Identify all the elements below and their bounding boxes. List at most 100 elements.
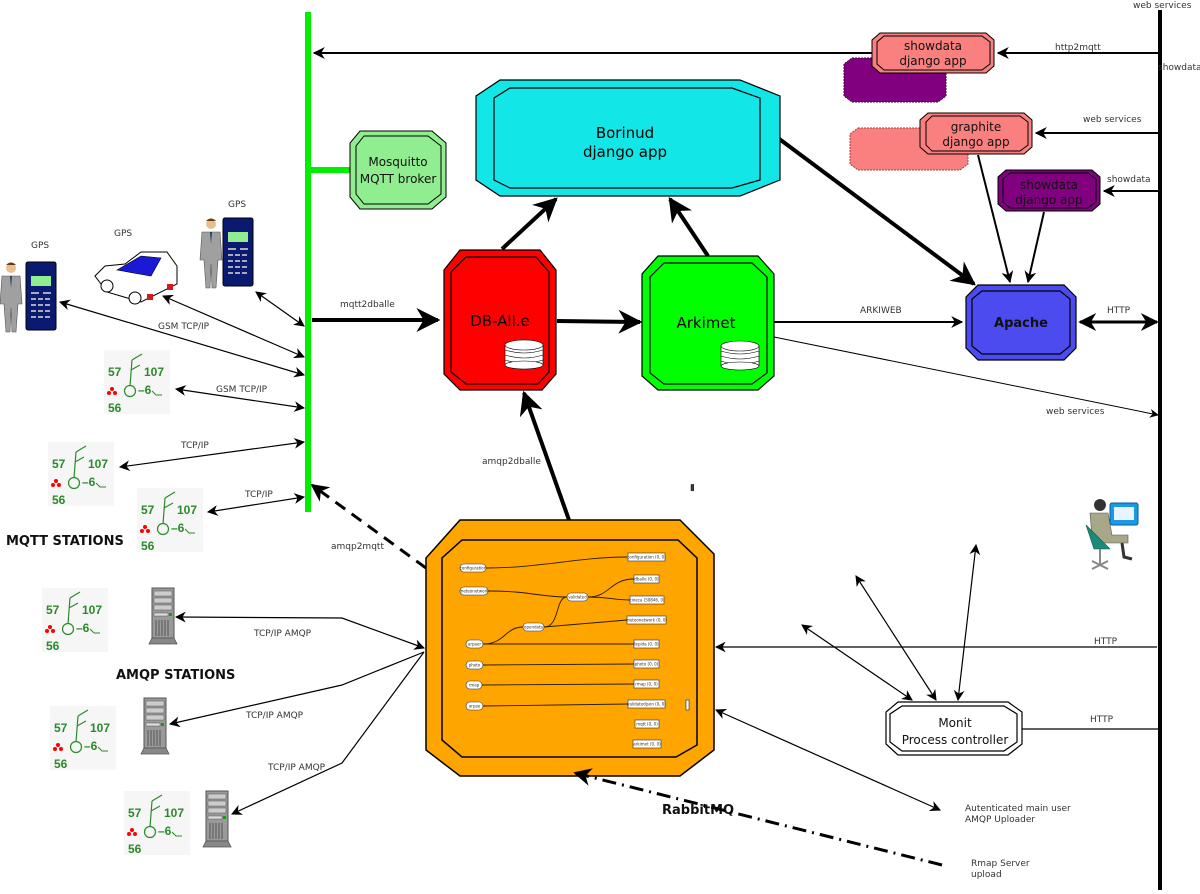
- car-gsm-edge: [162, 294, 305, 359]
- svg-text:validated: validated: [568, 595, 587, 600]
- gps-label-1: GPS: [31, 241, 49, 251]
- showdata-top-node[interactable]: showdata django app: [871, 32, 995, 74]
- rabbitmq-small-marker: ▮: [690, 483, 695, 493]
- borinud-line2: django app: [583, 143, 667, 161]
- svg-text:configuration (0, 0): configuration (0, 0): [627, 555, 666, 560]
- flow-sink: configuration (0, 0): [627, 552, 666, 562]
- svg-text:–6: –6: [84, 739, 98, 753]
- showdata-top-line2: django app: [899, 54, 966, 68]
- svg-text:meteonetwork (0, 0): meteonetwork (0, 0): [626, 618, 668, 623]
- amqp-station2-edge: [168, 651, 425, 728]
- amqp-station1-edge: [174, 611, 426, 650]
- rmap-upload-line1: Rmap Server: [971, 859, 1030, 869]
- showdata-bus-label: showdata: [1158, 63, 1200, 73]
- server-3-icon: [202, 790, 232, 848]
- mosquitto-node[interactable]: Mosquitto MQTT broker: [349, 130, 447, 210]
- gps-person-1: [0, 262, 23, 333]
- amqp-station3-edge: [231, 651, 425, 815]
- mosquitto-line2: MQTT broker: [360, 172, 437, 186]
- amqp2mqtt-label: amqp2mqtt: [331, 542, 384, 552]
- gps3-edge: [255, 291, 305, 327]
- rabbitmq-scroll-marker: [685, 699, 690, 711]
- svg-text:57: 57: [141, 503, 155, 517]
- amqp-stations-title: AMQP STATIONS: [116, 668, 235, 683]
- tcp-label-1: TCP/IP: [180, 441, 209, 451]
- flow-source: arpae: [465, 701, 484, 711]
- flow-sink: photo (0, 0): [633, 659, 660, 669]
- rabbitmq-node[interactable]: ▮ RabbitMQ: [425, 483, 734, 818]
- gsm-label-1: GSM TCP/IP: [158, 322, 210, 332]
- svg-text:arpaer: arpaer: [468, 642, 482, 647]
- mqtt-stations-title: MQTT STATIONS: [6, 534, 124, 549]
- station2-tcp-edge: [118, 437, 306, 472]
- graphite-line2: django app: [942, 135, 1009, 149]
- monit-to-apache-edge: [953, 543, 981, 702]
- svg-text:57: 57: [54, 721, 68, 735]
- server-1-icon: [148, 587, 178, 645]
- arkimet-web-services-edge: [773, 336, 1159, 418]
- svg-text:validatedjson (0, 0): validatedjson (0, 0): [627, 702, 666, 707]
- station3-tcp-edge: [206, 493, 306, 516]
- flow-source: meteonetwork: [459, 586, 489, 596]
- flow-sink: validatedjson (0, 0): [627, 699, 666, 709]
- gps1-gsm-edge: [58, 299, 306, 378]
- gps-phone-1-icon: [25, 261, 57, 331]
- weather-station-6: 57 107 –6 56: [123, 790, 191, 856]
- showdata-purple-node[interactable]: showdata django app: [997, 169, 1101, 212]
- svg-text:meteonetwork: meteonetwork: [459, 589, 489, 594]
- gsm-label-2: GSM TCP/IP: [216, 385, 268, 395]
- svg-text:cineca (50846, 0): cineca (50846, 0): [629, 598, 665, 603]
- graphite-to-apache-edge: [977, 154, 1014, 284]
- flow-source: rmap: [465, 680, 483, 690]
- database-icon: [504, 339, 544, 370]
- rmap-upload-edge: [573, 768, 943, 867]
- weather-station-2: 57 107 –6 56: [47, 441, 115, 507]
- amqp-label-3: TCP/IP AMQP: [267, 763, 326, 773]
- svg-text:arpae: arpae: [469, 704, 481, 709]
- server-2-icon: [140, 697, 170, 755]
- mqtt2dballe-label: mqtt2dballe: [340, 300, 395, 310]
- svg-text:–6: –6: [171, 521, 185, 535]
- auth-uploader-edge: [715, 709, 941, 811]
- svg-text:–6: –6: [76, 621, 90, 635]
- svg-text:107: 107: [90, 721, 110, 735]
- svg-text:opendata: opendata: [524, 625, 544, 630]
- apache-label: Apache: [994, 316, 1048, 331]
- flow-intermediate: opendata: [522, 622, 545, 632]
- rabbitmq-http-label: HTTP: [1094, 637, 1118, 647]
- svg-text:56: 56: [141, 539, 155, 553]
- weather-station-5: 57 107 –6 56: [49, 705, 117, 771]
- dballe-node[interactable]: DB-All.e: [443, 249, 557, 391]
- flow-source: arpaer: [465, 639, 484, 649]
- svg-text:107: 107: [164, 806, 184, 820]
- flow-sink: mqtt (0, 0): [634, 719, 660, 729]
- showdata-top-line1: showdata: [904, 39, 962, 53]
- flow-sink: lepida (0, 0): [633, 639, 660, 649]
- svg-text:–6: –6: [82, 475, 96, 489]
- monit-node[interactable]: Monit Process controller: [885, 701, 1023, 756]
- svg-text:56: 56: [46, 639, 60, 653]
- apache-node[interactable]: Apache: [965, 284, 1077, 361]
- svg-text:57: 57: [46, 603, 60, 617]
- svg-text:photo: photo: [469, 663, 481, 668]
- svg-text:configuration: configuration: [460, 566, 487, 571]
- monit-to-arkimet-edge: [855, 575, 937, 701]
- svg-text:–6: –6: [138, 383, 152, 397]
- flow-intermediate: validated: [566, 592, 589, 602]
- flow-sink: rmap (0, 0): [633, 679, 660, 689]
- svg-text:107: 107: [144, 365, 164, 379]
- amqp2dballe-edge: [519, 390, 571, 521]
- flow-source: photo: [465, 660, 484, 670]
- arkimet-node[interactable]: Arkimet: [641, 255, 775, 391]
- auth-uploader-line1: Autenticated main user: [965, 804, 1071, 814]
- dballe-label: DB-All.e: [470, 312, 530, 330]
- graphite-node[interactable]: graphite django app: [919, 112, 1033, 155]
- flow-sink: arkimet (0, 0): [632, 739, 662, 749]
- amqp-label-1: TCP/IP AMQP: [253, 629, 312, 639]
- borinud-node[interactable]: Borinud django app: [475, 79, 781, 197]
- showdata-purple-label: showdata: [1107, 175, 1151, 185]
- svg-text:arkimet (0, 0): arkimet (0, 0): [633, 742, 661, 747]
- flow-sink: meteonetwork (0, 0): [626, 615, 668, 625]
- amqp2mqtt-edge: [310, 483, 427, 570]
